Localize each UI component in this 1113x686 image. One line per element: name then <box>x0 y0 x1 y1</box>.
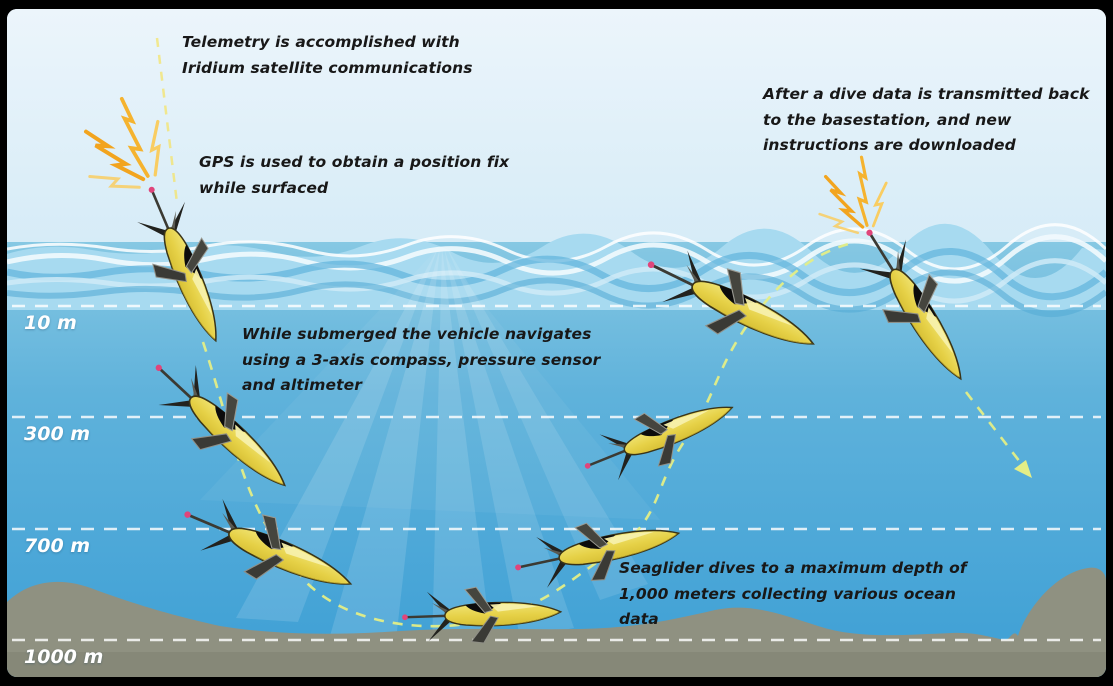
dive-arrowhead <box>1014 460 1032 478</box>
annotation-max-depth: Seaglider dives to a maximum depth of 1,… <box>619 556 967 633</box>
seafloor <box>7 567 1106 677</box>
annotation-line: Telemetry is accomplished with <box>182 33 460 51</box>
annotation-line: while surfaced <box>199 178 329 197</box>
annotation-after-dive: After a dive data is transmitted back to… <box>763 82 1090 159</box>
depth-label: 700 m <box>24 535 91 557</box>
depth-label: 1000 m <box>24 646 104 668</box>
satellite-beam <box>155 37 179 204</box>
annotation-line: Iridium satellite communications <box>182 58 473 77</box>
annotation-line: and altimeter <box>242 376 363 394</box>
diagram-canvas <box>7 9 1106 677</box>
annotation-navigation: While submerged the vehicle navigates us… <box>242 322 600 399</box>
annotation-line: to the basestation, and new <box>763 110 1012 129</box>
depth-label: 10 m <box>24 312 77 334</box>
ocean-scene: 10 m 300 m 700 m 1000 m Telemetry is accomp… <box>7 9 1106 677</box>
annotation-line: After a dive data is transmitted back <box>763 85 1090 103</box>
depth-label: 300 m <box>24 423 91 445</box>
annotation-line: 1,000 meters collecting various ocean <box>619 584 957 603</box>
next-dive-path <box>964 391 1022 463</box>
annotation-gps: GPS is used to obtain a position fix whi… <box>199 150 509 201</box>
annotation-line: While submerged the vehicle navigates <box>242 325 592 343</box>
annotation-telemetry: Telemetry is accomplished with Iridium s… <box>182 30 473 81</box>
trajectory <box>155 37 1032 628</box>
annotation-line: using a 3-axis compass, pressure sensor <box>242 350 601 369</box>
annotation-line: data <box>619 610 659 628</box>
annotation-line: Seaglider dives to a maximum depth of <box>619 559 967 577</box>
annotation-line: GPS is used to obtain a position fix <box>199 153 510 171</box>
light-rays <box>200 246 660 648</box>
annotation-line: instructions are downloaded <box>763 136 1016 154</box>
